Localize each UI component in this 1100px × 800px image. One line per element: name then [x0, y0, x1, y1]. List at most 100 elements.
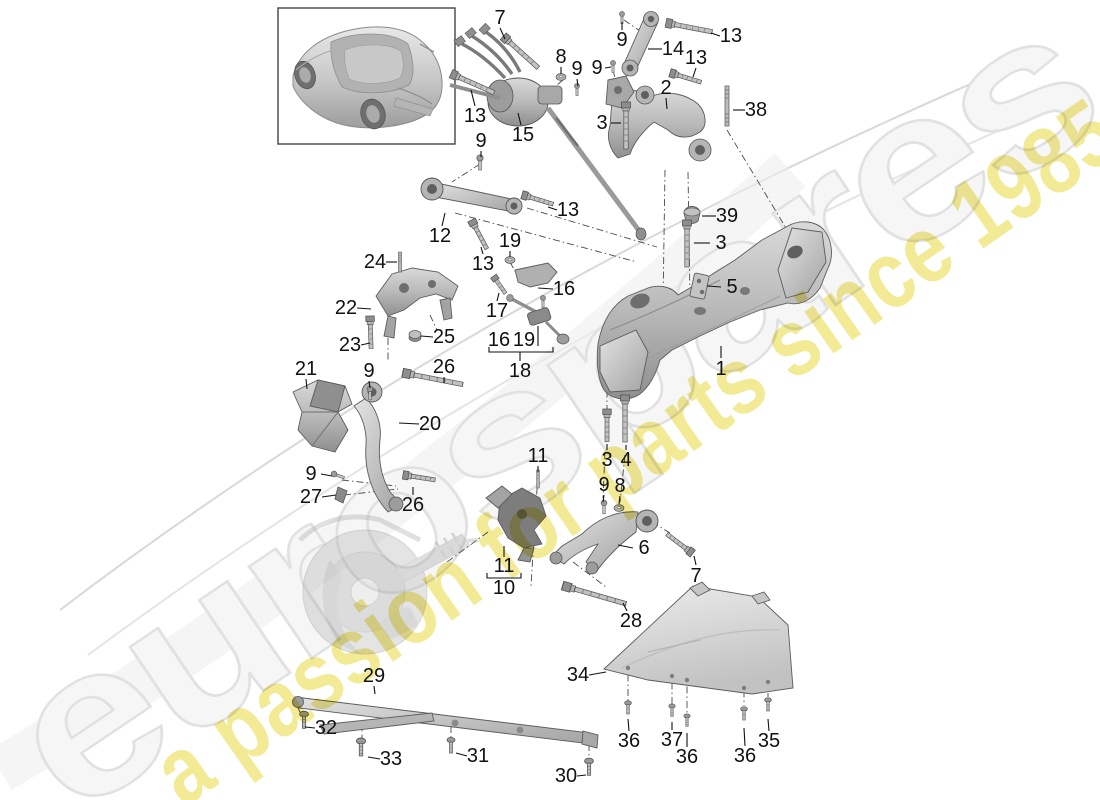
part-callout-13-8: 13 — [720, 25, 742, 47]
part-callout-23-24: 23 — [339, 334, 361, 356]
screw-31 — [446, 737, 456, 754]
part-callout-13-9: 13 — [685, 47, 707, 69]
leader-line-30 — [576, 774, 587, 777]
part-callout-15-2: 15 — [512, 124, 534, 146]
mount-bracket-part-10 — [485, 485, 547, 563]
part-callout-37-50: 37 — [661, 729, 683, 751]
leader-line-13 — [470, 89, 476, 107]
part-callout-7-41: 7 — [690, 565, 701, 587]
part-callout-9-13: 9 — [475, 130, 486, 152]
corner-bracket-part-21 — [292, 379, 353, 453]
washer-8-top — [555, 73, 567, 81]
leader-line-27 — [321, 494, 337, 498]
leader-line-36 — [627, 718, 630, 732]
part-callout-11-35: 11 — [528, 445, 549, 467]
washer-19 — [504, 256, 516, 264]
part-callout-6-40: 6 — [638, 537, 649, 559]
leader-line-8 — [618, 495, 621, 505]
part-callout-10-58: 10 — [493, 577, 515, 599]
part-callout-36-49: 36 — [618, 730, 640, 752]
retainer-plate-part-5 — [689, 272, 710, 300]
part-callout-19-16: 19 — [499, 230, 521, 252]
leader-line-13 — [480, 246, 484, 255]
leader-line-23 — [360, 342, 371, 346]
leader-line-22 — [356, 307, 372, 310]
group-bracket-line-3 — [486, 573, 522, 579]
nut-25 — [408, 330, 422, 342]
screw-9-c — [610, 60, 616, 73]
porsche-911-rear-top-view-car — [292, 26, 443, 130]
screw-30 — [584, 757, 594, 776]
part-callout-9-5: 9 — [591, 57, 602, 79]
ghost-axle-assembly — [298, 514, 479, 655]
leader-line-28 — [622, 602, 628, 612]
screw-36-a — [624, 700, 632, 715]
part-callout-26-30: 26 — [433, 356, 455, 378]
part-callout-8-39: 8 — [614, 475, 625, 497]
leader-line-12 — [441, 212, 446, 227]
part-callout-24-22: 24 — [364, 251, 386, 273]
screw-9-a — [476, 154, 484, 171]
leader-line-9 — [320, 473, 333, 477]
part-callout-32-44: 32 — [315, 717, 337, 739]
swoosh-background — [0, 51, 1081, 790]
tagline-watermark: a passion for parts since 1985 — [134, 78, 1100, 800]
part-callout-5-20: 5 — [726, 276, 737, 298]
part-callout-16-54: 16 — [488, 329, 510, 351]
rubber-mount-part-39 — [683, 206, 701, 224]
leader-line-33 — [367, 756, 381, 760]
part-callout-20-31: 20 — [419, 413, 441, 435]
leader-line-9 — [604, 66, 612, 69]
part-callout-8-3: 8 — [555, 46, 566, 68]
screw-36-c — [740, 706, 748, 721]
drop-link-part-14 — [621, 11, 659, 77]
part-callout-26-34: 26 — [402, 494, 424, 516]
mount-bracket-part-22 — [375, 267, 459, 339]
part-callout-25-25: 25 — [433, 326, 455, 348]
leader-line-20 — [398, 422, 420, 425]
part-callout-19-55: 19 — [513, 329, 535, 351]
leader-line-9 — [602, 494, 605, 503]
fork-link-part-6 — [549, 509, 659, 575]
leader-line-34 — [588, 671, 607, 676]
bolt-13-second — [668, 68, 703, 87]
part-callout-3-36: 3 — [601, 449, 612, 471]
leader-line-21 — [305, 378, 308, 390]
leader-line-15 — [517, 112, 522, 126]
subframe-crossmember-part-1 — [596, 221, 832, 400]
leader-line-2 — [665, 97, 668, 110]
part-callout-11-57: 11 — [494, 555, 515, 577]
part-callout-13-15: 13 — [557, 199, 579, 221]
part-callout-12-14: 12 — [429, 225, 451, 247]
leader-line-7 — [693, 555, 697, 566]
part-callout-13-1: 13 — [464, 105, 486, 127]
leader-line-9 — [576, 78, 579, 87]
part-callout-9-32: 9 — [305, 463, 316, 485]
leader-line-32 — [304, 726, 316, 729]
part-callout-22-23: 22 — [335, 297, 357, 319]
leader-line-16 — [537, 287, 554, 290]
leader-line-35 — [767, 718, 770, 732]
screw-36-b — [683, 713, 691, 727]
cover-plate-part-34 — [603, 581, 794, 695]
screw-37 — [668, 703, 676, 717]
part-callout-21-28: 21 — [295, 358, 317, 380]
leader-line-36 — [743, 727, 746, 747]
tagline-watermark-text: a passion for parts since 1985 — [134, 78, 1100, 800]
bolt-13-lower — [467, 217, 491, 252]
bolt-7-lower — [663, 530, 696, 558]
part-callout-33-45: 33 — [380, 748, 402, 770]
leader-line-31 — [455, 752, 468, 757]
screw-9-d — [619, 11, 625, 24]
screw-9-b — [574, 83, 580, 96]
part-callout-35-53: 35 — [758, 730, 780, 752]
leader-line-17 — [496, 292, 500, 302]
leader-line-13 — [710, 32, 721, 37]
pin-24 — [398, 251, 402, 273]
upper-link-part-2 — [605, 75, 712, 162]
leader-line-9 — [368, 380, 371, 389]
part-callout-3-12: 3 — [596, 112, 607, 134]
part-callout-14-7: 14 — [662, 38, 684, 60]
